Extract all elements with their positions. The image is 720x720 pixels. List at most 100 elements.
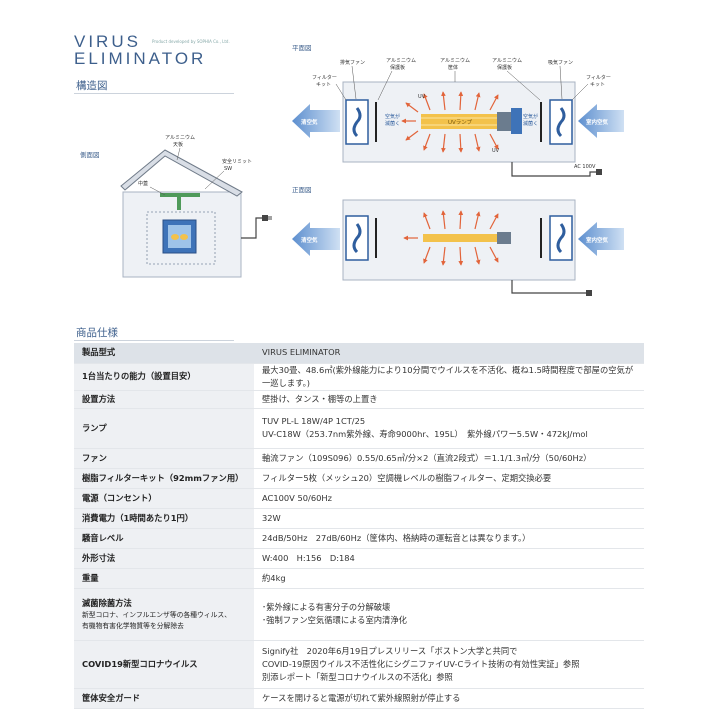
spec-label-text: 筐体安全ガード xyxy=(82,692,141,703)
spec-value: ケースを開けると電源が切れて紫外線照射が停止する xyxy=(254,688,644,709)
uv-bottom-label: UV xyxy=(492,148,500,154)
spec-row: 重量 約4kg xyxy=(74,568,644,589)
al-housing-2: 筐体 xyxy=(448,64,458,71)
spec-label: 滅菌除菌方法新型コロナ、インフルエンザ等の各種ウィルス、有機物有害化学物質等を分… xyxy=(74,588,254,641)
filter-kit-right-1: フィルター xyxy=(586,74,611,81)
spec-row: 外形寸法 W:400 H:156 D:184 xyxy=(74,548,644,569)
spec-label-text: 製品型式 xyxy=(82,347,116,358)
spec-value: 32W xyxy=(254,508,644,529)
spec-row: 電源（コンセント） AC100V 50/60Hz xyxy=(74,488,644,509)
sterilize-right-2: 滅菌く xyxy=(523,120,538,127)
al-housing-1: アルミニウム xyxy=(440,57,470,64)
spec-row: 設置方法 壁掛け、タンス・棚等の上置き xyxy=(74,390,644,409)
spec-label-text: ランプ xyxy=(82,422,107,433)
safety-switch-label-2: SW xyxy=(224,166,232,172)
spec-row: 1台当たりの能力（設置目安） 最大30畳、48.6㎡(紫外線能力により10分間でウ… xyxy=(74,363,644,391)
spec-row: COVID19新型コロナウイルス Signify社 2020年6月19日プレスリリ… xyxy=(74,640,644,689)
spec-value: ･紫外線による有害分子の分解破壊･強制ファン空気循環による室内清浄化 xyxy=(254,588,644,641)
spec-label: 騒音レベル xyxy=(74,528,254,549)
spec-row: ファン 軸流ファン（109S096）0.55/0.65㎥/分×2（直流2段式）＝1… xyxy=(74,448,644,469)
al-protect-left-2: 保護板 xyxy=(390,64,405,71)
spec-label: ランプ xyxy=(74,408,254,449)
spec-title-rule xyxy=(74,340,234,341)
front-view-label: 正面図 xyxy=(292,186,312,194)
middle-cover-label: 中蓋 xyxy=(138,180,148,187)
structure-diagram: 側面図 アルミニウム 天板 安全リミット SW 中蓋 平面図 xyxy=(80,44,624,296)
spec-label: 重量 xyxy=(74,568,254,589)
side-view-label: 側面図 xyxy=(80,151,100,159)
power-label: AC 100V xyxy=(574,164,596,170)
spec-label-text: 滅菌除菌方法 xyxy=(82,597,132,608)
spec-label-text: 設置方法 xyxy=(82,393,116,404)
spec-value: 最大30畳、48.6㎡(紫外線能力により10分間でウイルスを不活化、概ね1.5時… xyxy=(254,363,644,391)
al-protect-right-2: 保護板 xyxy=(497,64,512,71)
spec-label: 樹脂フィルターキット（92mmファン用） xyxy=(74,468,254,489)
spec-value: 壁掛け、タンス・棚等の上置き xyxy=(254,390,644,409)
plan-view-label: 平面図 xyxy=(292,44,312,52)
logo-line1: VIRUS xyxy=(74,32,141,51)
spec-row: 樹脂フィルターキット（92mmファン用） フィルター5枚（メッシュ20）空調機レベ… xyxy=(74,468,644,489)
spec-row: 筐体安全ガード ケースを開けると電源が切れて紫外線照射が停止する xyxy=(74,688,644,709)
sterilize-left-1: 空気が xyxy=(385,113,400,120)
plan-room-air-label: 室内空気 xyxy=(586,118,609,126)
logo-line2: ELIMINATOR xyxy=(74,49,207,68)
spec-value: 約4kg xyxy=(254,568,644,589)
structure-title-rule xyxy=(74,93,234,94)
al-protect-right-1: アルミニウム xyxy=(492,57,522,64)
sterilize-right-1: 空気が xyxy=(523,113,538,120)
brand-logo: VIRUS Product developed by SOPHIA Co., L… xyxy=(74,32,230,68)
spec-label-text: 樹脂フィルターキット（92mmファン用） xyxy=(82,472,244,483)
uv-top-label: UV xyxy=(418,94,426,100)
spec-label-text: ファン xyxy=(82,452,107,463)
logo-tagline: Product developed by SOPHIA Co., Ltd. xyxy=(152,39,230,44)
uv-lamp-label: UVランプ xyxy=(448,119,473,126)
filter-kit-right-2: キット xyxy=(590,82,605,88)
al-protect-left-1: アルミニウム xyxy=(386,57,416,64)
spec-label: 筐体安全ガード xyxy=(74,688,254,709)
spec-label-text: 消費電力（1時間あたり1円） xyxy=(82,512,194,523)
spec-title: 商品仕様 xyxy=(76,327,118,339)
spec-table: 製品型式 VIRUS ELIMINATOR 1台当たりの能力（設置目安） 最大30畳、… xyxy=(74,343,644,709)
spec-value: VIRUS ELIMINATOR xyxy=(254,343,644,364)
spec-label: 消費電力（1時間あたり1円） xyxy=(74,508,254,529)
spec-label: ファン xyxy=(74,448,254,469)
spec-label-text: 電源（コンセント） xyxy=(82,492,157,503)
filter-kit-left-1: フィルター xyxy=(312,74,337,81)
front-room-air-label: 室内空気 xyxy=(586,236,609,244)
safety-switch-label-1: 安全リミット xyxy=(222,158,252,165)
spec-value: AC100V 50/60Hz xyxy=(254,488,644,509)
side-view xyxy=(120,149,272,278)
spec-row: 騒音レベル 24dB/50Hz 27dB/60Hz（筐体内、格納時の運転音とは異な… xyxy=(74,528,644,549)
spec-label: COVID19新型コロナウイルス xyxy=(74,640,254,689)
spec-label: 1台当たりの能力（設置目安） xyxy=(74,363,254,391)
spec-label-text: 重量 xyxy=(82,572,99,583)
spec-row: 製品型式 VIRUS ELIMINATOR xyxy=(74,343,644,364)
filter-kit-left-2: キット xyxy=(316,82,331,88)
spec-label-text: COVID19新型コロナウイルス xyxy=(82,658,198,669)
structure-title: 構造図 xyxy=(76,80,108,92)
spec-value: フィルター5枚（メッシュ20）空調機レベルの樹脂フィルター、定期交換必要 xyxy=(254,468,644,489)
sterilize-left-2: 滅菌く xyxy=(385,120,400,127)
spec-label: 設置方法 xyxy=(74,390,254,409)
plan-clean-air-label: 清空気 xyxy=(301,118,318,126)
spec-label-text: 騒音レベル xyxy=(82,532,124,543)
spec-row: 滅菌除菌方法新型コロナ、インフルエンザ等の各種ウィルス、有機物有害化学物質等を分… xyxy=(74,588,644,641)
intake-fan-label: 吸気ファン xyxy=(548,59,573,66)
spec-value: W:400 H:156 D:184 xyxy=(254,548,644,569)
spec-label-text: 外形寸法 xyxy=(82,552,116,563)
aluminum-top-label-2: 天板 xyxy=(173,141,183,148)
spec-label: 電源（コンセント） xyxy=(74,488,254,509)
spec-label: 外形寸法 xyxy=(74,548,254,569)
plan-view xyxy=(292,81,624,177)
spec-row: 消費電力（1時間あたり1円） 32W xyxy=(74,508,644,529)
spec-label: 製品型式 xyxy=(74,343,254,364)
spec-sublabel: 新型コロナ、インフルエンザ等の各種ウィルス、有機物有害化学物質等を分解除去 xyxy=(82,610,231,630)
spec-label-text: 1台当たりの能力（設置目安） xyxy=(82,371,196,381)
front-clean-air-label: 清空気 xyxy=(301,236,318,244)
front-view xyxy=(292,199,624,296)
spec-value: 24dB/50Hz 27dB/60Hz（筐体内、格納時の運転音とは異なります。） xyxy=(254,528,644,549)
spec-value: 軸流ファン（109S096）0.55/0.65㎥/分×2（直流2段式）＝1.1/… xyxy=(254,448,644,469)
